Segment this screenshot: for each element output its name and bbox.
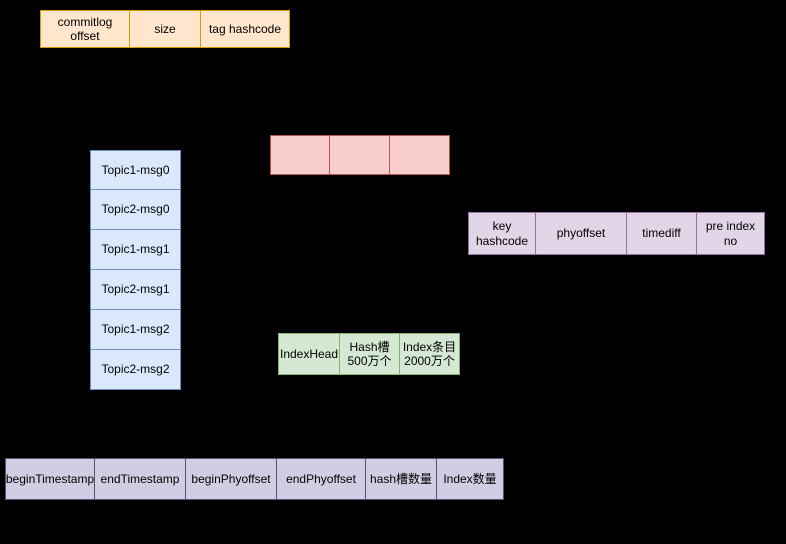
cell-begin-timestamp: beginTimestamp (5, 458, 95, 500)
commitlog-row: Topic2-msg2 (90, 350, 181, 390)
commitlog-row: Topic1-msg1 (90, 230, 181, 270)
indexfile-layout: IndexHead Hash槽 500万个 Index条目 2000万个 (278, 333, 460, 375)
cell-end-phyoffset: endPhyoffset (277, 458, 366, 500)
cell-index-head: IndexHead (278, 333, 340, 375)
cell-begin-phyoffset: beginPhyoffset (186, 458, 277, 500)
indexheader-struct: beginTimestamp endTimestamp beginPhyoffs… (5, 458, 504, 500)
cell-key-hashcode: key hashcode (468, 212, 536, 255)
commitlog-row: Topic1-msg0 (90, 150, 181, 190)
commitlog-row: Topic2-msg1 (90, 270, 181, 310)
cell-commitlog-offset: commitlog offset (40, 10, 130, 48)
cell-size: size (130, 10, 201, 48)
cell-end-timestamp: endTimestamp (95, 458, 186, 500)
cell-timediff: timediff (627, 212, 697, 255)
hash-slot-cell (330, 135, 390, 175)
cell-hash-slot-count: hash槽数量 (366, 458, 437, 500)
hash-slot-cell (390, 135, 450, 175)
hash-slot-cell (270, 135, 330, 175)
cell-pre-index-no: pre index no (697, 212, 765, 255)
index-entry-struct: key hashcode phyoffset timediff pre inde… (468, 212, 765, 255)
commitlog-row: Topic2-msg0 (90, 190, 181, 230)
commitlog-row: Topic1-msg2 (90, 310, 181, 350)
cell-hash-slots-count: Hash槽 500万个 (340, 333, 400, 375)
cell-index-items-count: Index条目 2000万个 (400, 333, 460, 375)
hash-slot-array (270, 135, 450, 175)
cell-phyoffset: phyoffset (536, 212, 627, 255)
cell-tag-hashcode: tag hashcode (201, 10, 290, 48)
cell-index-count: Index数量 (437, 458, 504, 500)
consumequeue-entry-struct: commitlog offset size tag hashcode (40, 10, 290, 48)
commitlog-message-list: Topic1-msg0 Topic2-msg0 Topic1-msg1 Topi… (90, 150, 181, 390)
